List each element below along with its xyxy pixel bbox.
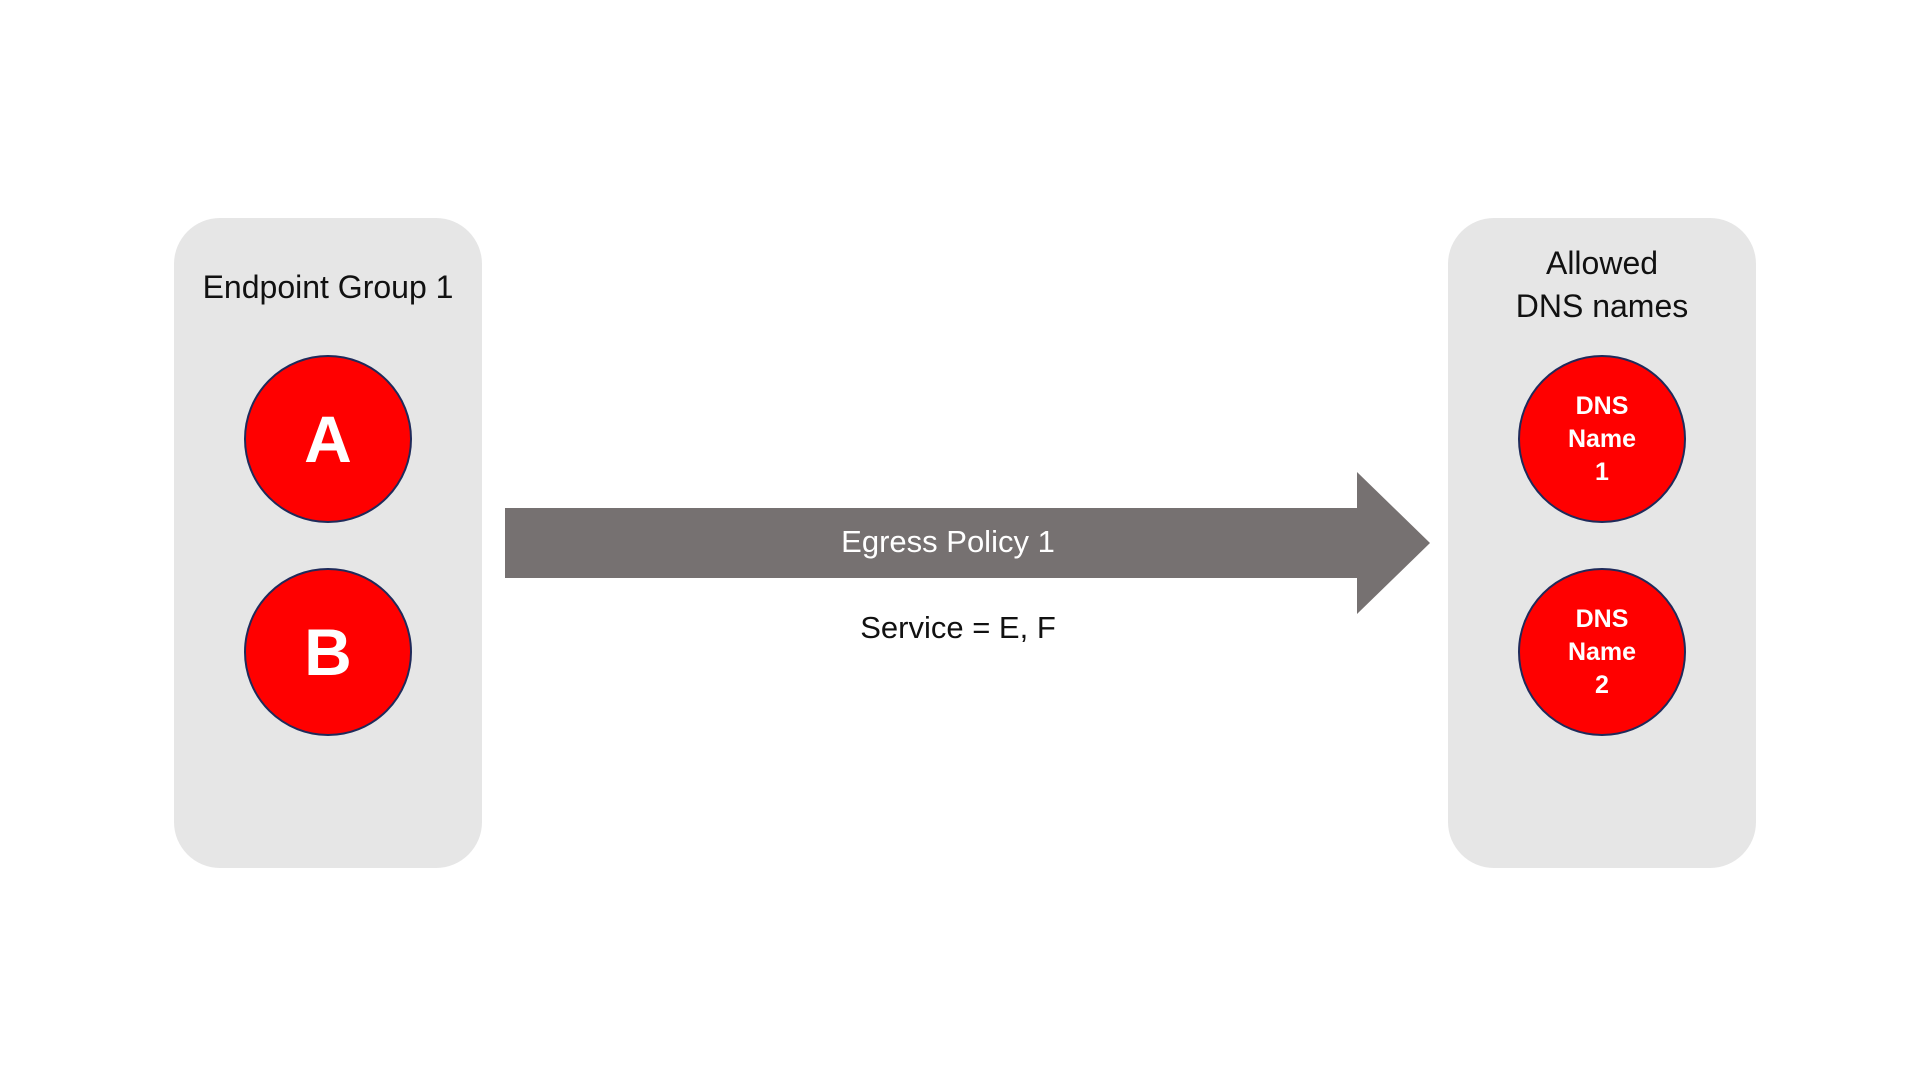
egress-arrow <box>505 472 1430 614</box>
dns-node-1-line-3: 1 <box>1595 457 1609 486</box>
endpoint-node-b: B <box>244 568 412 736</box>
dns-node-2-line-3: 2 <box>1595 670 1609 699</box>
dns-node-2-line-2: Name <box>1567 637 1637 666</box>
egress-policy-label: Egress Policy 1 <box>841 524 1055 559</box>
endpoint-node-b-label: B <box>304 615 352 689</box>
dns-node-1-label: DNS Name 1 <box>1568 390 1636 489</box>
dns-node-2: DNS Name 2 <box>1518 568 1686 736</box>
dns-node-1-line-2: Name <box>1567 424 1637 453</box>
endpoint-node-a: A <box>244 355 412 523</box>
dns-node-1: DNS Name 1 <box>1518 355 1686 523</box>
dns-node-1-line-1: DNS <box>1575 391 1629 420</box>
endpoint-group-title: Endpoint Group 1 <box>202 269 454 305</box>
dns-group-title-line-2: DNS names <box>1515 288 1689 324</box>
service-label: Service = E, F <box>860 610 1056 645</box>
endpoint-node-a-label: A <box>304 402 352 476</box>
egress-arrow-shape <box>505 472 1430 614</box>
dns-group-box: Allowed DNS names DNS Name 1 DNS Name 2 <box>1448 218 1756 868</box>
dns-node-2-label: DNS Name 2 <box>1568 603 1636 702</box>
dns-group-title: Allowed DNS names <box>1448 242 1756 328</box>
dns-node-2-line-1: DNS <box>1575 604 1629 633</box>
dns-group-title-line-1: Allowed <box>1545 245 1659 281</box>
endpoint-group-box: Endpoint Group 1 A B <box>174 218 482 868</box>
